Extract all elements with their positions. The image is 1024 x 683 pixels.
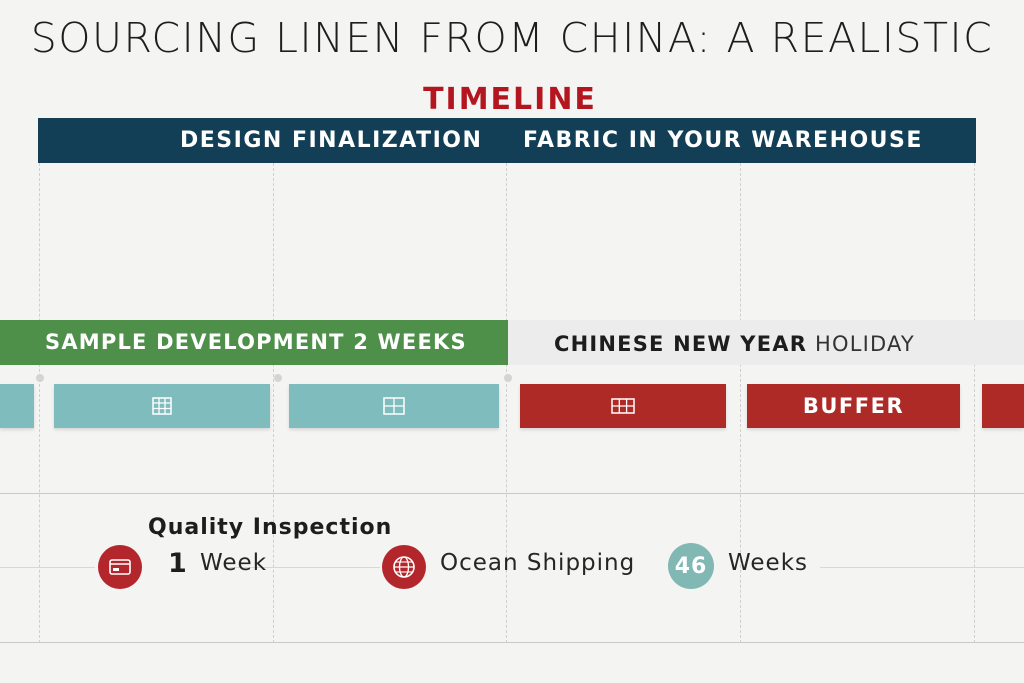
grid-line-horizontal (0, 493, 1024, 494)
grid-line-horizontal (820, 567, 1024, 568)
grid-line-vertical (974, 163, 975, 643)
quality-inspection-card-icon (98, 545, 142, 589)
page-subtitle: TIMELINE (423, 82, 597, 117)
quality-inspection-heading: Quality Inspection (148, 515, 393, 540)
grid-line-horizontal (0, 642, 1024, 643)
chinese-new-year-bar (508, 320, 1024, 365)
calendar-grid-icon (383, 397, 405, 415)
header-label-design-finalization: DESIGN FINALIZATION (180, 128, 483, 153)
cny-label-bold: CHINESE NEW YEAR (554, 332, 808, 356)
chinese-new-year-label: CHINESE NEW YEAR HOLIDAY (554, 320, 915, 368)
grid-line-horizontal (0, 567, 95, 568)
grid-line-horizontal (230, 567, 380, 568)
timeline-dot (36, 374, 44, 382)
sample-development-bar (0, 320, 508, 365)
teal-block (289, 384, 499, 428)
buffer-block: BUFFER (747, 384, 960, 428)
red-block (520, 384, 726, 428)
quality-inspection-unit: Week (200, 550, 268, 576)
timeline-dot (504, 374, 512, 382)
grid-line-vertical (273, 163, 274, 643)
ocean-shipping-label: Ocean Shipping (440, 550, 636, 576)
header-label-fabric-in-warehouse: FABRIC IN YOUR WAREHOUSE (523, 128, 923, 153)
calendar-grid-icon (611, 398, 635, 414)
buffer-label: BUFFER (802, 394, 905, 418)
grid-line-vertical (740, 163, 741, 643)
red-block-partial (982, 384, 1024, 428)
calendar-grid-icon (152, 397, 172, 415)
teal-block (54, 384, 270, 428)
teal-block-partial (0, 384, 34, 428)
cny-label-light: HOLIDAY (814, 332, 915, 356)
timeline-dot (274, 374, 282, 382)
ocean-shipping-unit: Weeks (728, 550, 808, 576)
grid-line-vertical (39, 163, 40, 643)
page-title: SOURCING LINEN FROM CHINA: A REALISTIC (30, 14, 994, 62)
globe-icon (382, 545, 426, 589)
quality-inspection-number: 1 (168, 548, 187, 579)
sample-development-label: SAMPLE DEVELOPMENT 2 WEEKS (45, 330, 467, 354)
header-bar (38, 118, 976, 163)
grid-line-vertical (506, 163, 507, 643)
ocean-shipping-badge: 46 (668, 543, 714, 589)
